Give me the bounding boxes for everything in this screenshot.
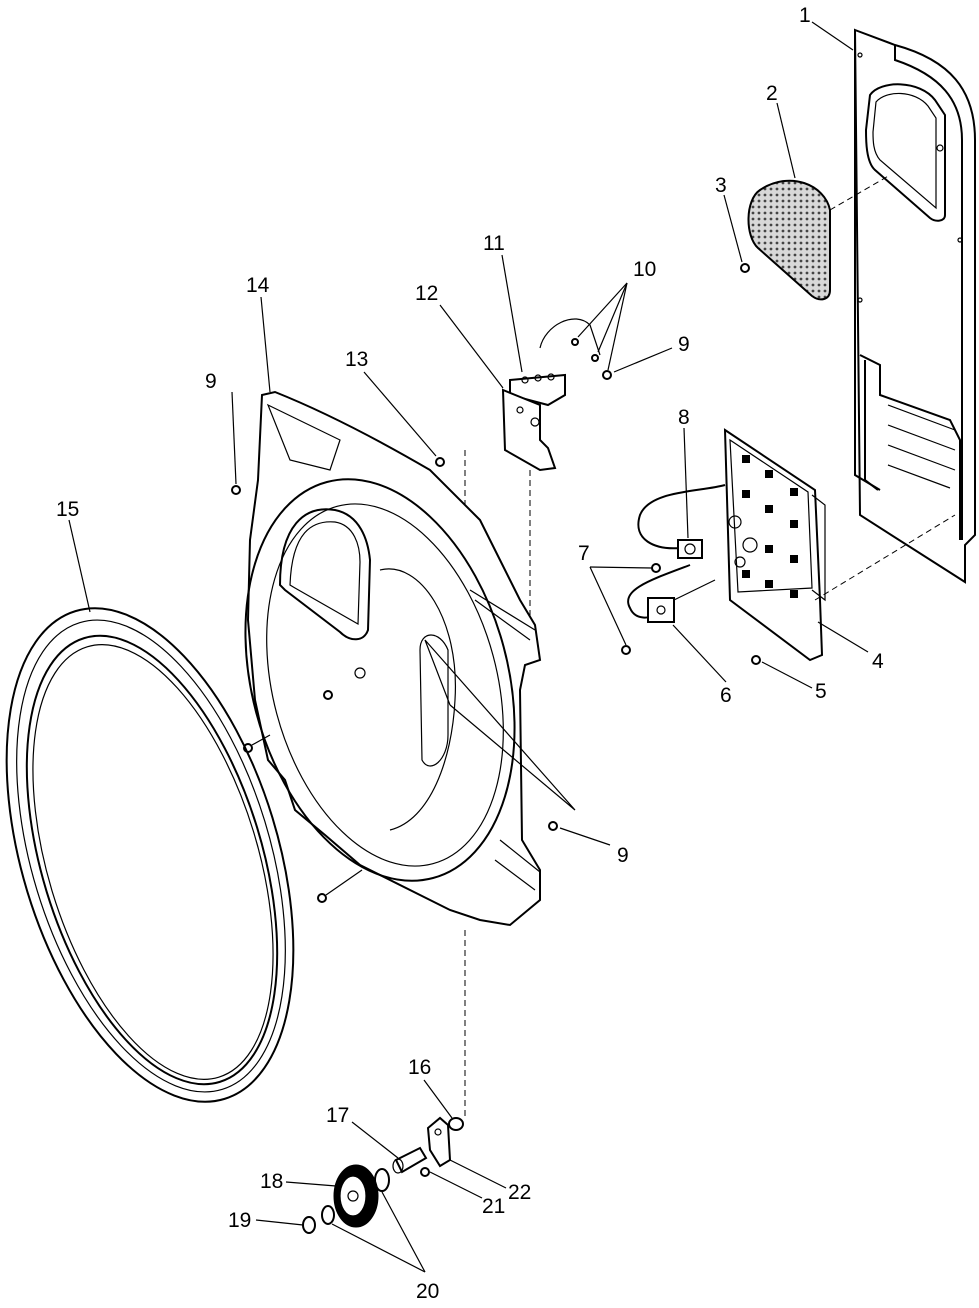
callout-3: 3 [715, 174, 727, 197]
callout-2: 2 [766, 82, 778, 105]
screw-10b-part [591, 354, 599, 362]
drum-roller-18-part [333, 1164, 379, 1228]
callout-11: 11 [483, 232, 505, 255]
screw-5-part [751, 655, 761, 665]
leader-lines [68, 21, 869, 1273]
callout-1: 1 [799, 4, 811, 27]
screw-7a-part [651, 563, 661, 573]
callout-9-left: 9 [205, 370, 217, 393]
callout-5: 5 [815, 680, 827, 703]
callout-14: 14 [246, 274, 270, 297]
thermostat-8-part [677, 539, 703, 559]
callout-21: 21 [482, 1195, 505, 1218]
callout-9-right: 9 [617, 844, 629, 867]
callout-22: 22 [508, 1181, 531, 1204]
callout-9-top: 9 [678, 333, 690, 356]
callout-4: 4 [872, 650, 884, 673]
door-seal-ring-part [5, 607, 295, 1103]
screw-9-top-part [602, 370, 612, 380]
screw-7b-part [621, 645, 631, 655]
washer-20b-part [321, 1205, 335, 1225]
front-bulkhead-part [244, 390, 542, 927]
callout-18: 18 [260, 1170, 283, 1193]
rear-panel-part [853, 28, 976, 584]
nut-16-part [448, 1117, 464, 1131]
callout-8: 8 [678, 406, 690, 429]
callout-13: 13 [345, 348, 368, 371]
wire-jumper-10-part [539, 318, 601, 356]
callout-7: 7 [578, 542, 590, 565]
mounting-bracket-part [723, 428, 956, 662]
callout-20: 20 [416, 1280, 439, 1303]
lint-grille-part [747, 179, 831, 301]
screw-9-right-part [548, 821, 558, 831]
screw-10a-part [571, 338, 579, 346]
screw-9-left-part [231, 485, 241, 495]
callout-15: 15 [56, 498, 79, 521]
wire-harness-part [627, 484, 726, 619]
callout-12: 12 [415, 282, 438, 305]
shaft-17-part [392, 1146, 428, 1174]
screw-9-mid-part [323, 690, 333, 700]
callout-16: 16 [408, 1056, 431, 1079]
callout-19: 19 [228, 1209, 251, 1232]
thermal-fuse-6-part [647, 579, 716, 623]
callout-10: 10 [633, 258, 656, 281]
screw-bottom-part [317, 893, 327, 903]
terminal-block-part [501, 373, 566, 472]
callout-6: 6 [720, 684, 732, 707]
screw-21-part [420, 1167, 430, 1177]
screw-13-part [435, 457, 445, 467]
screw-3-part [740, 263, 750, 273]
roller-bracket-22-part [426, 1116, 452, 1168]
callout-17: 17 [326, 1104, 349, 1127]
clip-19-part [302, 1216, 316, 1234]
